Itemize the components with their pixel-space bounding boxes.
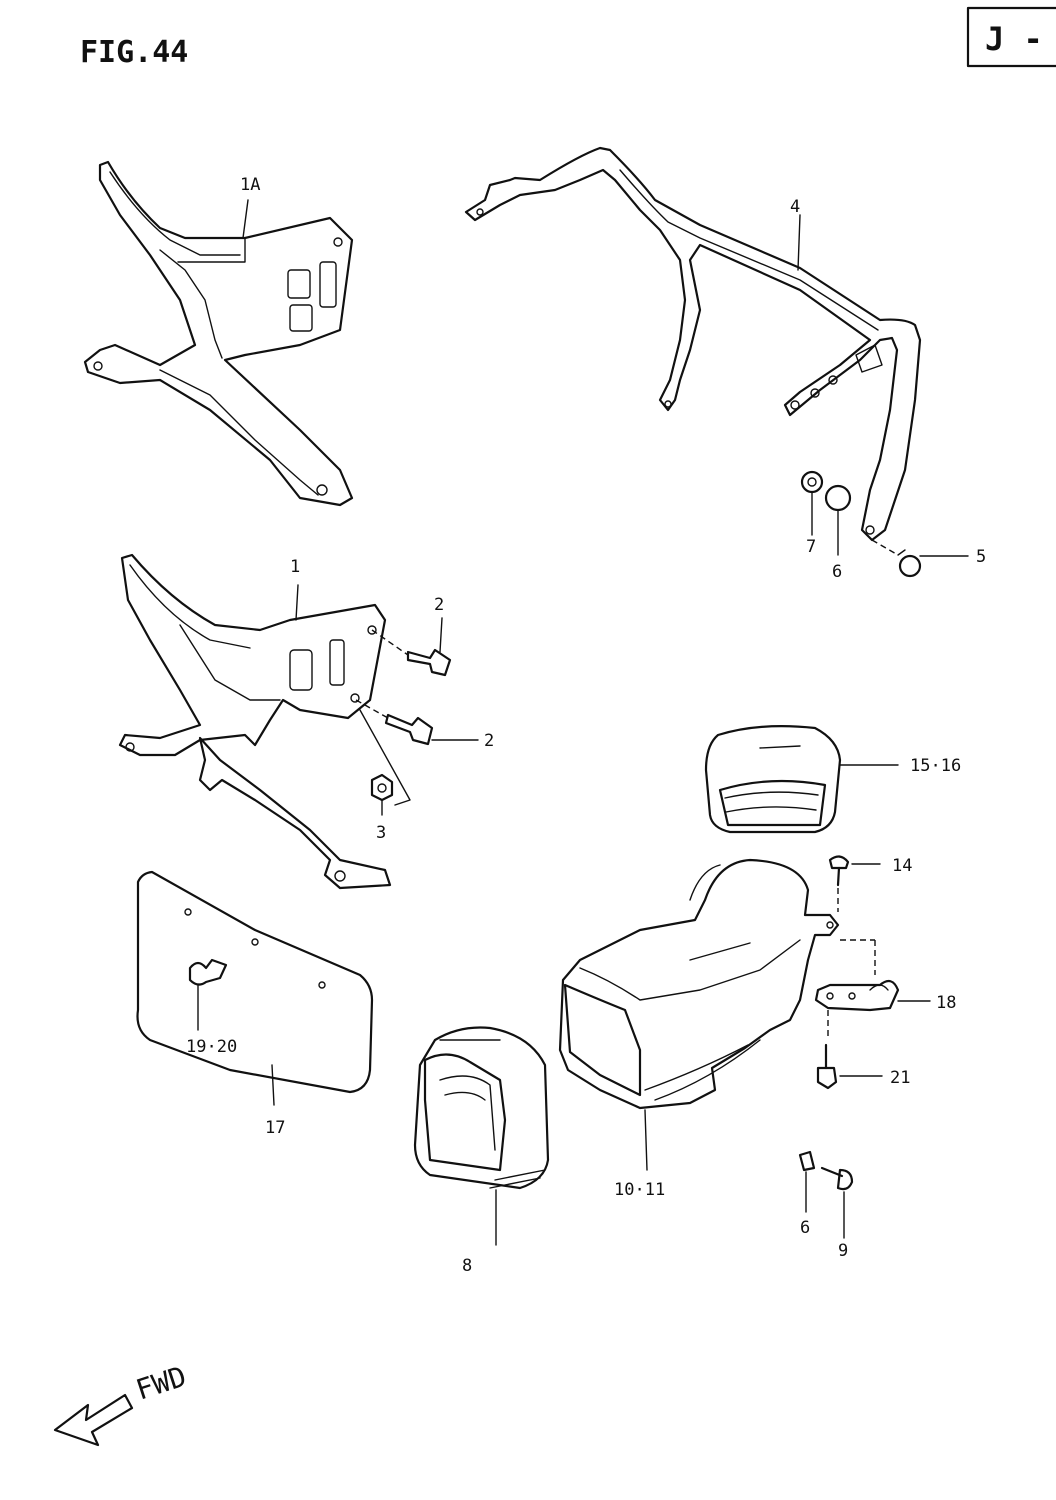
part-17-panel	[136, 870, 374, 1106]
callout-10-11: 8	[462, 1256, 472, 1276]
part-19-20-clamp	[814, 939, 931, 1040]
part-7-collar	[800, 470, 824, 536]
callout-5: 5	[976, 547, 986, 567]
part-5-bolt	[871, 539, 969, 578]
callout-2-lower: 2	[484, 731, 494, 751]
callout-3: 3	[376, 823, 386, 843]
part-2-bolt-lower	[355, 699, 479, 746]
section-tag-box	[966, 6, 1056, 68]
callout-12-13: 10·11	[614, 1180, 665, 1200]
part-18-clip	[188, 958, 228, 1031]
part-8-screw	[820, 1166, 854, 1239]
callout-2-upper: 2	[434, 595, 444, 615]
callout-8: 9	[838, 1241, 848, 1261]
part-10-11-intake-boot	[413, 1026, 550, 1246]
part-15-16-duct-boot	[704, 725, 899, 834]
part-1a-bracket	[83, 160, 354, 507]
part-12-13-air-duct	[558, 858, 840, 1171]
callout-7: 7	[806, 537, 816, 557]
callout-6: 6	[832, 562, 842, 582]
part-1-bracket	[118, 553, 392, 890]
callout-9: 6	[800, 1218, 810, 1238]
part-6-grommet	[824, 484, 852, 556]
forward-direction-label: FWD	[132, 1360, 190, 1407]
part-3-nut	[359, 709, 411, 816]
part-4-support-bar	[464, 146, 922, 542]
callout-1: 1	[290, 557, 300, 577]
callout-4: 4	[790, 197, 800, 217]
callout-21: 21	[890, 1068, 910, 1088]
callout-15-16: 15·16	[910, 756, 961, 776]
section-tag: J -	[985, 20, 1043, 58]
part-21-bolt	[816, 1043, 883, 1090]
callout-19-20: 18	[936, 993, 956, 1013]
callout-1a: 1A	[240, 175, 260, 195]
callout-18: 19·20	[186, 1037, 237, 1057]
callout-14: 14	[892, 856, 912, 876]
part-9-nut-clip	[798, 1150, 816, 1213]
part-2-bolt-upper	[371, 617, 452, 677]
figure-title: FIG.44	[80, 35, 188, 70]
part-14-screw	[828, 855, 881, 912]
forward-arrow-icon	[53, 1393, 134, 1447]
callout-17: 17	[265, 1118, 285, 1138]
